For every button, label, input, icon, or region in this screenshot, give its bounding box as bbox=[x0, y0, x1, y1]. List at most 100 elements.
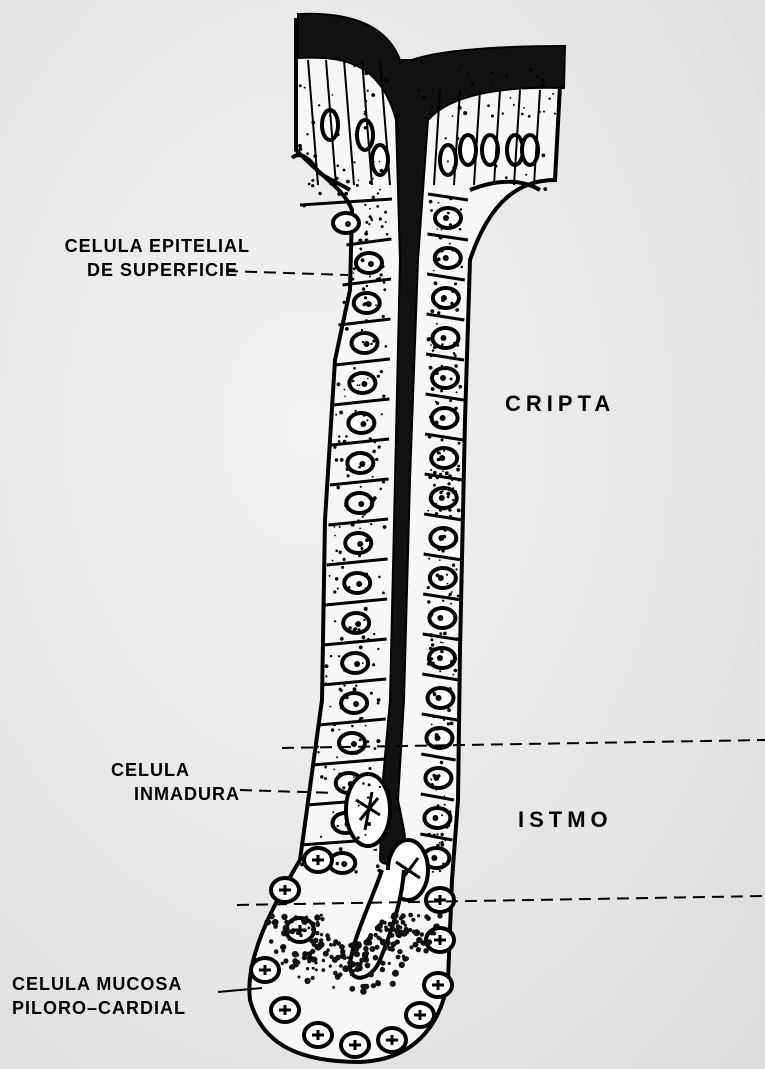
stipple-dot bbox=[345, 792, 347, 794]
stipple-dot bbox=[356, 184, 359, 187]
stipple-dot bbox=[380, 488, 383, 491]
stipple-dot bbox=[439, 509, 442, 512]
nucleolus bbox=[364, 341, 370, 347]
mucous-granule bbox=[346, 956, 349, 959]
mucous-granule bbox=[280, 944, 286, 950]
nucleolus bbox=[358, 501, 364, 507]
mucous-granule bbox=[299, 934, 302, 937]
stipple-dot bbox=[343, 558, 346, 561]
stipple-dot bbox=[432, 690, 434, 692]
mucous-granule bbox=[427, 939, 433, 945]
stipple-dot bbox=[368, 223, 370, 225]
stipple-dot bbox=[443, 719, 445, 721]
nucleolus bbox=[439, 495, 445, 501]
stipple-dot bbox=[421, 61, 423, 63]
mucous-granule bbox=[314, 914, 320, 920]
stipple-dot bbox=[440, 389, 443, 392]
stipple-dot bbox=[433, 716, 435, 718]
mucous-granule bbox=[302, 951, 308, 957]
nucleolus bbox=[431, 855, 437, 861]
stipple-dot bbox=[437, 774, 441, 778]
mucous-granule bbox=[391, 944, 394, 947]
stipple-dot bbox=[455, 308, 459, 312]
stipple-dot bbox=[435, 212, 437, 214]
mucous-granule bbox=[399, 926, 402, 929]
stipple-dot bbox=[429, 113, 431, 115]
stipple-dot bbox=[367, 638, 369, 640]
stipple-dot bbox=[362, 287, 365, 290]
stipple-dot bbox=[342, 786, 345, 789]
mucous-granule bbox=[368, 972, 374, 978]
stipple-dot bbox=[343, 301, 346, 304]
stipple-dot bbox=[378, 445, 381, 448]
stipple-dot bbox=[454, 209, 456, 211]
stipple-dot bbox=[366, 419, 368, 421]
stipple-dot bbox=[337, 192, 341, 196]
mucous-cell-label: CELULA MUCOSA PILORO–CARDIAL bbox=[12, 972, 186, 1020]
stipple-dot bbox=[365, 834, 367, 836]
stipple-dot bbox=[441, 229, 443, 231]
stipple-dot bbox=[317, 746, 319, 748]
stipple-dot bbox=[355, 685, 357, 687]
mucous-granule bbox=[383, 942, 390, 949]
stipple-dot bbox=[361, 547, 364, 550]
mucous-granule bbox=[319, 946, 322, 949]
stipple-dot bbox=[430, 657, 433, 660]
nucleolus bbox=[443, 215, 449, 221]
stipple-dot bbox=[449, 243, 451, 245]
stipple-dot bbox=[449, 810, 452, 813]
stipple-dot bbox=[332, 560, 334, 562]
stipple-dot bbox=[461, 63, 463, 65]
stipple-dot bbox=[355, 752, 358, 755]
mucous-granule bbox=[392, 912, 399, 919]
stipple-dot bbox=[362, 717, 364, 719]
stipple-dot bbox=[357, 384, 359, 386]
stipple-dot bbox=[456, 637, 458, 639]
stipple-dot bbox=[376, 205, 379, 208]
stipple-dot bbox=[358, 805, 360, 807]
stipple-dot bbox=[378, 300, 381, 303]
mucous-granule bbox=[298, 976, 301, 979]
stipple-dot bbox=[347, 474, 350, 477]
stipple-dot bbox=[451, 306, 454, 309]
stipple-dot bbox=[430, 106, 433, 109]
stipple-dot bbox=[443, 450, 445, 452]
stipple-dot bbox=[361, 329, 363, 331]
stipple-dot bbox=[487, 104, 490, 107]
mucous-granule bbox=[323, 951, 329, 957]
stipple-dot bbox=[361, 322, 363, 324]
mucous-granule bbox=[355, 962, 360, 967]
stipple-dot bbox=[439, 842, 441, 844]
stipple-dot bbox=[311, 184, 314, 187]
mucous-granule bbox=[388, 962, 391, 965]
stipple-dot bbox=[372, 476, 374, 478]
stipple-dot bbox=[459, 228, 462, 231]
mucous-granule bbox=[316, 921, 320, 925]
mucous-granule bbox=[409, 945, 413, 949]
stipple-dot bbox=[428, 475, 432, 479]
stipple-dot bbox=[344, 389, 346, 391]
stipple-dot bbox=[467, 72, 469, 74]
stipple-dot bbox=[364, 204, 366, 206]
isthmus-zone-label: ISTMO bbox=[518, 808, 613, 832]
mucous-granule bbox=[413, 929, 420, 936]
stipple-dot bbox=[318, 192, 321, 195]
stipple-dot bbox=[358, 239, 362, 243]
stipple-dot bbox=[427, 662, 431, 666]
stipple-dot bbox=[396, 114, 400, 118]
stipple-dot bbox=[444, 529, 447, 532]
stipple-dot bbox=[369, 181, 373, 185]
stipple-dot bbox=[436, 503, 438, 505]
stipple-dot bbox=[543, 111, 545, 113]
stipple-dot bbox=[444, 796, 446, 798]
stipple-dot bbox=[449, 515, 452, 518]
stipple-dot bbox=[430, 344, 432, 346]
stipple-dot bbox=[436, 845, 439, 848]
mucous-granule bbox=[375, 980, 381, 986]
stipple-dot bbox=[381, 413, 383, 415]
stipple-dot bbox=[368, 783, 371, 786]
stipple-dot bbox=[383, 288, 386, 291]
stipple-dot bbox=[442, 416, 444, 418]
stipple-dot bbox=[505, 176, 508, 179]
stipple-dot bbox=[334, 620, 336, 622]
